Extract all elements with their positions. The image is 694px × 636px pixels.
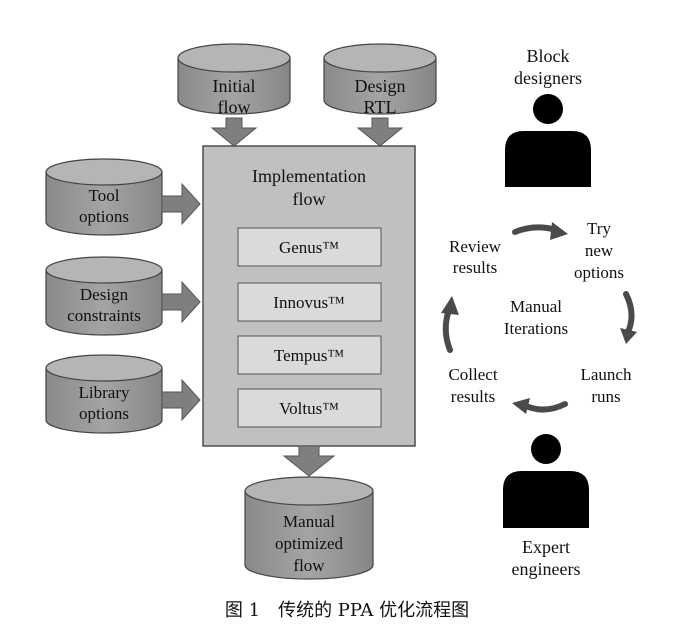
arrow-design-constraints-right xyxy=(161,280,201,324)
output-label-2: optimized xyxy=(275,534,343,553)
cycle-try-3: options xyxy=(574,263,624,282)
cycle-center-2: Iterations xyxy=(504,319,568,338)
expert-engineer-person-icon xyxy=(503,434,589,528)
tool-options-cylinder: Tool options xyxy=(45,158,163,236)
design-constraints-label-2: constraints xyxy=(67,306,141,325)
output-label-1: Manual xyxy=(283,512,335,531)
implementation-title-2: flow xyxy=(293,189,326,209)
figure-caption: 图 1 传统的 PPA 优化流程图 xyxy=(224,600,470,621)
design-constraints-label-1: Design xyxy=(80,285,129,304)
cycle-arrow-try-to-launch xyxy=(620,291,637,344)
tool-options-label-2: options xyxy=(79,207,129,226)
arrow-tool-options-right xyxy=(161,182,201,226)
library-options-label-1: Library xyxy=(79,383,130,402)
arrow-design-rtl-down xyxy=(356,117,404,147)
design-rtl-label-2: RTL xyxy=(364,97,397,117)
cycle-arrow-collect-to-review xyxy=(441,296,459,353)
tool-genus: Genus™ xyxy=(279,238,339,257)
tool-innovus: Innovus™ xyxy=(273,293,344,312)
block-designer-person-icon xyxy=(505,94,591,187)
initial-flow-label-1: Initial xyxy=(213,76,256,96)
library-options-cylinder: Library options xyxy=(45,354,163,434)
cycle-launch-1: Launch xyxy=(581,365,632,384)
implementation-flow-box: Implementation flow Genus™ Innovus™ Temp… xyxy=(202,145,416,447)
block-designers-label-2: designers xyxy=(514,68,582,88)
design-rtl-cylinder: Design RTL xyxy=(323,43,437,117)
cycle-arrow-review-to-try xyxy=(512,222,568,240)
output-label-3: flow xyxy=(293,556,325,575)
cycle-center-1: Manual xyxy=(510,297,562,316)
cycle-collect-1: Collect xyxy=(448,365,497,384)
tool-options-label-1: Tool xyxy=(89,186,120,205)
tool-voltus: Voltus™ xyxy=(279,399,339,418)
block-designers-label-1: Block xyxy=(527,46,570,66)
cycle-launch-2: runs xyxy=(591,387,620,406)
initial-flow-label-2: flow xyxy=(218,97,251,117)
expert-engineers-label-1: Expert xyxy=(522,537,570,557)
cycle-collect-2: results xyxy=(451,387,495,406)
initial-flow-cylinder: Initial flow xyxy=(177,43,291,117)
arrow-library-options-right xyxy=(161,378,201,422)
implementation-title-1: Implementation xyxy=(252,166,366,186)
arrow-initial-flow-down xyxy=(210,117,258,147)
cycle-try-2: new xyxy=(585,241,614,260)
library-options-label-2: options xyxy=(79,404,129,423)
cycle-try-1: Try xyxy=(587,219,611,238)
expert-engineers-label-2: engineers xyxy=(512,559,581,579)
cycle-review-1: Review xyxy=(449,237,502,256)
cycle-arrow-launch-to-collect xyxy=(512,398,568,414)
arrow-output-down xyxy=(282,445,336,477)
manual-optimized-flow-cylinder: Manual optimized flow xyxy=(244,476,374,580)
design-constraints-cylinder: Design constraints xyxy=(45,256,163,336)
design-rtl-label-1: Design xyxy=(355,76,406,96)
tool-tempus: Tempus™ xyxy=(274,346,344,365)
cycle-review-2: results xyxy=(453,258,497,277)
